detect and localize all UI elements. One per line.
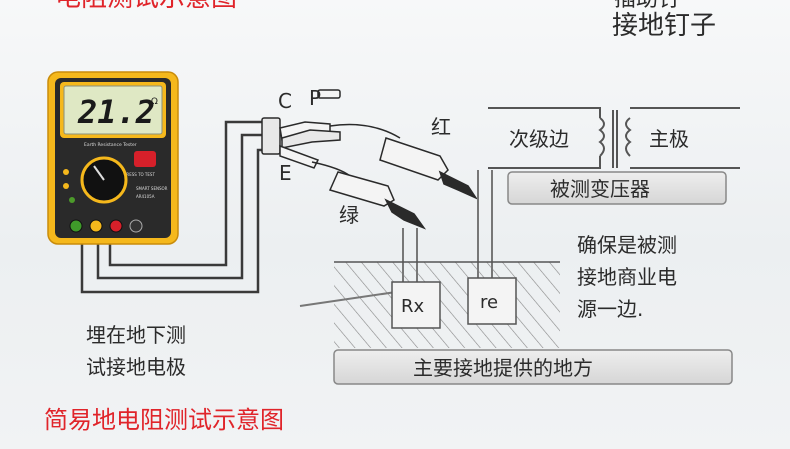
- diagram-caption: 简易地电阻测试示意图: [44, 406, 284, 434]
- lcd-unit: Ω: [151, 97, 158, 107]
- meter-model-label: Earth Resistance Tester: [84, 142, 137, 148]
- note-line-1: 确保是被测: [577, 233, 677, 257]
- electrode-rx-label: Rx: [401, 296, 425, 317]
- green-clip: [384, 198, 427, 230]
- note-line-2: 接地商业电: [577, 265, 677, 289]
- electrode-rx-box: [391, 281, 441, 329]
- probe-label-red: 红: [431, 115, 451, 139]
- ground-soil: [334, 262, 560, 348]
- transformer-primary-label: 主极: [649, 127, 689, 151]
- meter-model: AR4105A: [136, 194, 155, 199]
- main-ground-box: [333, 349, 733, 385]
- electrode-desc-line-1: 埋在地下测: [86, 323, 186, 347]
- red-clip: [438, 170, 479, 200]
- probe-cluster: [261, 89, 479, 230]
- electrode-desc-line-2: 试接地电极: [86, 355, 186, 379]
- top-title-partial: 电阻测试示意图: [55, 0, 237, 13]
- note-line-3: 源一边.: [577, 297, 643, 321]
- transformer-box-label: 被测变压器: [550, 177, 650, 201]
- earth-resistance-meter: 21.2 Ω Earth Resistance Tester PRESS TO …: [47, 71, 179, 245]
- electrode-re-label: re: [480, 292, 498, 313]
- terminal-green: [69, 219, 83, 233]
- terminal-yellow: [89, 219, 103, 233]
- terminal-red: [109, 219, 123, 233]
- transformer-symbol: [488, 107, 740, 169]
- probe-label-green: 绿: [339, 203, 359, 227]
- probe-label-e: E: [279, 161, 292, 185]
- transformer-secondary-label: 次级边: [509, 127, 569, 151]
- top-right-line1: 插助钉: [614, 0, 680, 12]
- lcd-screen: [63, 85, 163, 135]
- meter-brand: SMART SENSOR: [136, 186, 168, 191]
- terminal-black: [129, 219, 143, 233]
- lcd-reading: 21.2: [77, 93, 155, 131]
- probe-label-p: P: [309, 86, 321, 110]
- probe-label-c: C: [278, 89, 292, 113]
- main-ground-label: 主要接地提供的地方: [413, 356, 593, 380]
- top-right-line2: 接地钉子: [612, 11, 716, 41]
- transformer-box: [507, 171, 727, 205]
- test-button-label: PRESS TO TEST: [124, 172, 155, 177]
- electrode-re-box: [467, 277, 517, 325]
